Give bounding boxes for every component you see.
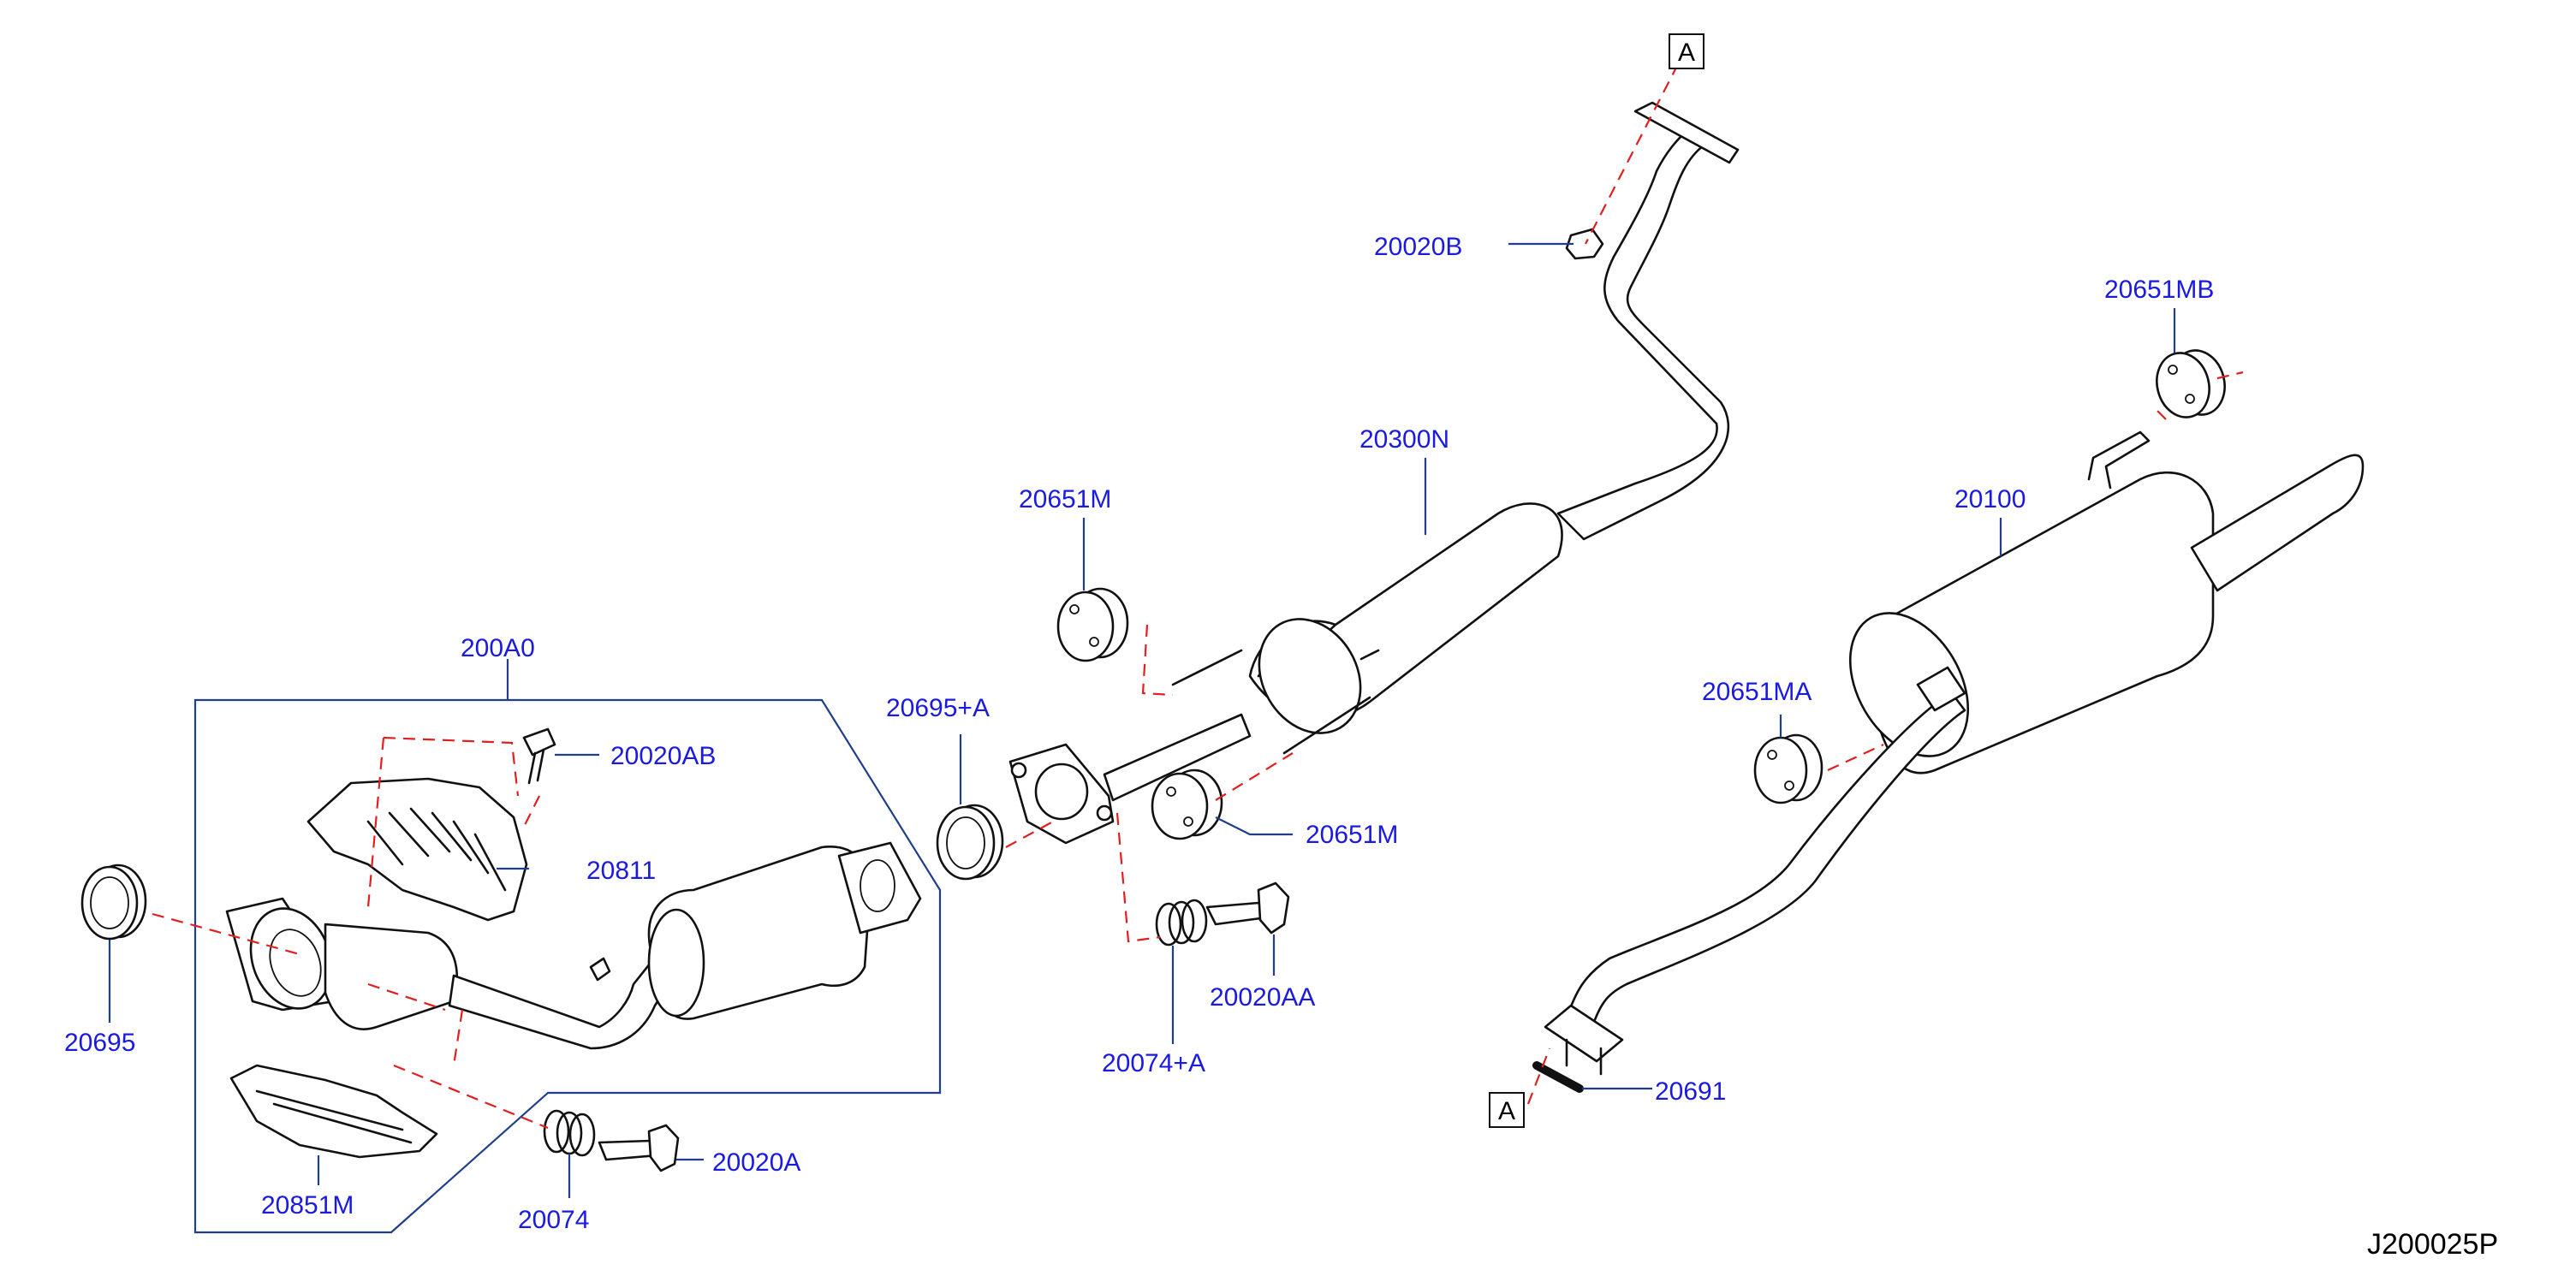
reference-marker-top: A [1669, 33, 1704, 69]
label-20020AA: 20020AA [1210, 983, 1315, 1012]
gasket-20691 [1532, 1061, 1584, 1093]
bolt-20020AB [522, 727, 556, 785]
rubber-mount-20651MB [2156, 349, 2226, 418]
group-outline-200A0 [193, 659, 942, 1234]
heat-shield-20811 [306, 777, 528, 922]
label-20851M: 20851M [261, 1191, 354, 1220]
reference-marker-bottom: A [1489, 1092, 1525, 1128]
label-20020B: 20020B [1374, 233, 1462, 261]
label-200A0: 200A0 [461, 634, 535, 662]
heat-shield-20851M [229, 1064, 438, 1159]
rubber-mount-20651MA [1753, 733, 1823, 804]
rubber-mount-20651M-top [1056, 587, 1129, 662]
label-20020AB: 20020AB [610, 742, 716, 770]
label-20695-A: 20695+A [886, 694, 990, 722]
label-20651M-top: 20651M [1019, 485, 1111, 513]
spring-20074 [543, 1109, 596, 1157]
front-catalyst-200A0 [225, 841, 922, 1050]
part-labels: 20020B 20651MB 20300N 20651M 20100 200A0… [64, 233, 2214, 1234]
reference-marker-bottom-text: A [1498, 1097, 1515, 1125]
bolt-20020A [598, 1124, 680, 1172]
label-20651MB: 20651MB [2104, 276, 2214, 304]
bolt-20020AA [1205, 881, 1290, 935]
spring-20074-A [1155, 899, 1208, 947]
label-20695: 20695 [64, 1029, 135, 1057]
gasket-20695-A [936, 804, 1004, 881]
main-muffler-20100 [1544, 430, 2365, 1076]
label-20020A: 20020A [712, 1148, 800, 1177]
center-pipe-20300N [1008, 101, 1740, 845]
label-20691: 20691 [1655, 1077, 1726, 1106]
label-20100: 20100 [1954, 485, 2026, 513]
label-20651MA: 20651MA [1702, 678, 1812, 706]
label-20300N: 20300N [1359, 425, 1449, 454]
alignment-lines [152, 63, 2244, 1130]
leader-lines [108, 242, 2176, 1198]
reference-marker-top-text: A [1678, 39, 1695, 67]
label-20651M-mid: 20651M [1306, 821, 1398, 849]
label-20074-A: 20074+A [1102, 1049, 1205, 1077]
label-20811: 20811 [586, 857, 656, 885]
rubber-mount-20651M-mid [1151, 769, 1223, 840]
gasket-20695 [80, 863, 147, 941]
diagram-code: J200025P [2367, 1228, 2498, 1261]
label-20074: 20074 [518, 1206, 589, 1234]
